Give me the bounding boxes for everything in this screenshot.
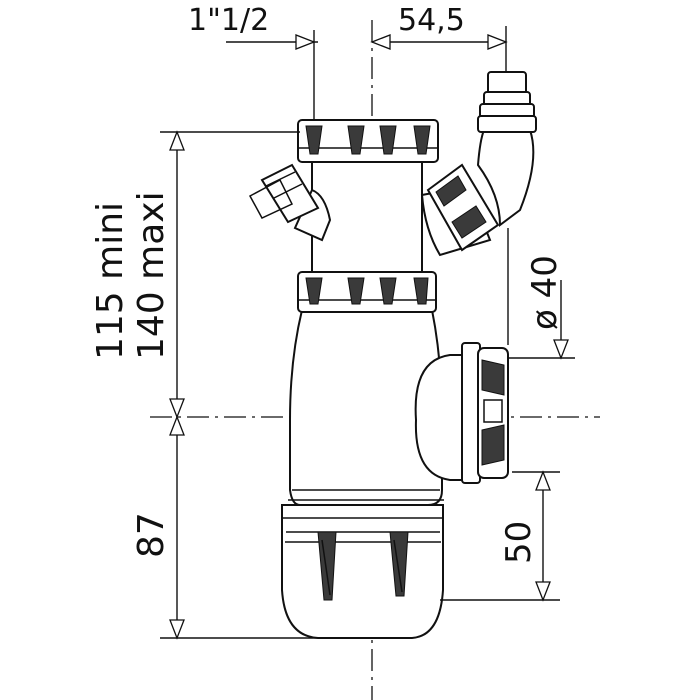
height-min-label: 115 mini	[90, 202, 131, 360]
right-side-inlet	[420, 71, 537, 257]
trap-bottom-cup	[281, 504, 444, 639]
lower-height-label: 87	[131, 512, 172, 558]
outlet-connection	[414, 342, 509, 484]
dimension-outlet-height: 50	[440, 470, 560, 602]
outlet-height-label: 50	[499, 521, 539, 564]
middle-nut	[297, 271, 437, 313]
left-side-inlet	[248, 163, 332, 242]
thread-size-label: 1"1/2	[188, 3, 269, 38]
height-max-label: 140 maxi	[131, 191, 172, 360]
dimension-offset: 54,5	[370, 3, 508, 72]
dimension-height-range: 115 mini 140 maxi	[90, 130, 300, 419]
outlet-diameter-label: ø 40	[525, 255, 565, 330]
dimension-lower-height: 87	[131, 415, 320, 640]
dimension-thread: 1"1/2	[188, 3, 318, 120]
offset-label: 54,5	[398, 3, 465, 38]
dimension-outlet-diameter: ø 40	[507, 228, 575, 360]
top-nut	[297, 119, 439, 163]
upper-tube	[311, 159, 423, 273]
trap-body	[288, 309, 444, 506]
